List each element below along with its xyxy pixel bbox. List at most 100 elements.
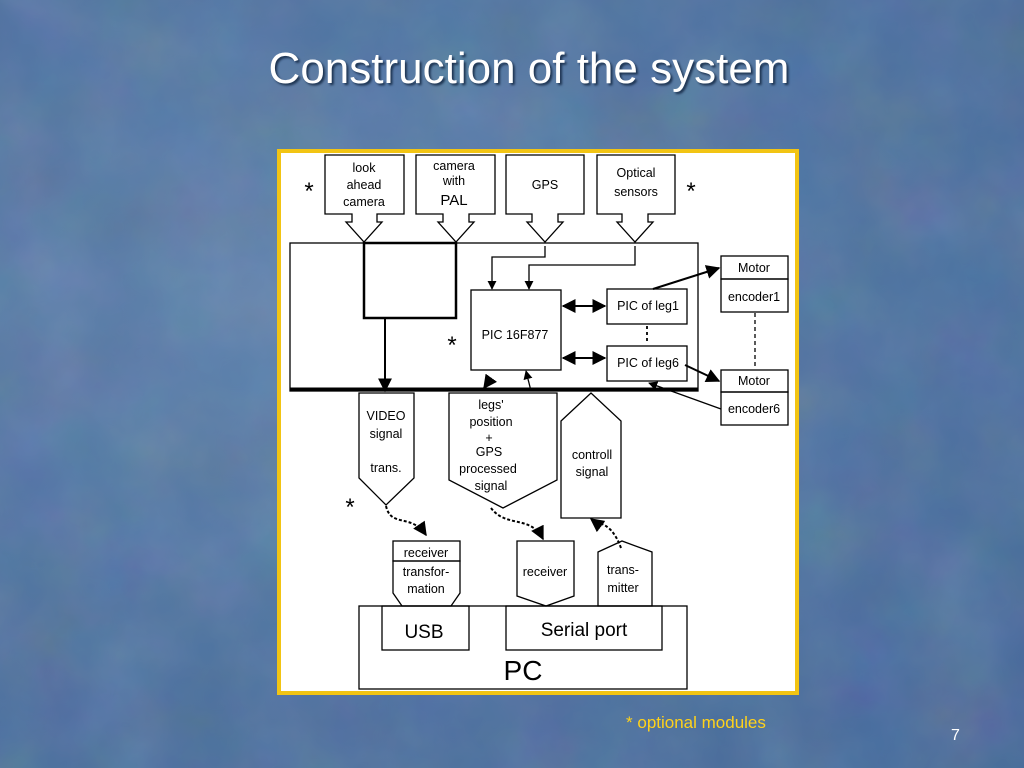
- svg-text:trans-: trans-: [607, 563, 639, 577]
- footnote-marker: *: [626, 713, 633, 732]
- encoder1-label: encoder1: [728, 290, 780, 304]
- legs-line1: legs': [478, 398, 503, 412]
- camera-pal-block: [415, 154, 496, 243]
- svg-text:mitter: mitter: [607, 581, 638, 595]
- pic-leg1-label: PIC of leg1: [617, 299, 679, 313]
- svg-text:ahead: ahead: [347, 178, 382, 192]
- usb-box: [381, 605, 470, 651]
- motor1-label: Motor: [738, 261, 770, 275]
- svg-text:*: *: [304, 178, 313, 205]
- footnote-text: optional modules: [637, 713, 766, 732]
- controll-line2: signal: [576, 465, 609, 479]
- svg-text:GPS: GPS: [532, 178, 558, 192]
- svg-text:receiver: receiver: [404, 546, 448, 560]
- controll-line1: controll: [572, 448, 612, 462]
- slide-title: Construction of the system: [268, 44, 790, 93]
- optional-marker-1: *: [304, 178, 313, 205]
- pc-label: PC: [504, 655, 543, 686]
- gps-label: GPS: [532, 178, 558, 192]
- video-line4: trans.: [370, 461, 401, 475]
- svg-text:processed: processed: [459, 462, 517, 476]
- svg-text:with: with: [442, 174, 465, 188]
- svg-text:*: *: [686, 178, 695, 205]
- svg-text:PIC of leg1: PIC of leg1: [617, 299, 679, 313]
- camera-text: camera: [343, 195, 385, 209]
- svg-text:controll: controll: [572, 448, 612, 462]
- receiver-transformation-line3: mation: [407, 582, 445, 596]
- legs-line6: signal: [475, 479, 508, 493]
- pic-main-label: PIC 16F877: [482, 328, 549, 342]
- svg-text:PIC of leg6: PIC of leg6: [617, 356, 679, 370]
- svg-text:look: look: [353, 161, 377, 175]
- svg-text:camera: camera: [433, 159, 475, 173]
- svg-text:Optical: Optical: [617, 166, 656, 180]
- diagram-canvas: look ahead camera camera with PAL GPS Op…: [281, 153, 795, 691]
- svg-text:Motor: Motor: [738, 261, 770, 275]
- transmitter-box: [597, 540, 653, 607]
- motor6-label: Motor: [738, 374, 770, 388]
- camera-pal-line3: PAL: [440, 192, 467, 209]
- transmitter-line2: mitter: [607, 581, 638, 595]
- video-signal-block: [358, 392, 415, 506]
- ahead-text: ahead: [347, 178, 382, 192]
- svg-text:camera: camera: [343, 195, 385, 209]
- transmitter-line1: trans-: [607, 563, 639, 577]
- optional-marker-4: *: [345, 494, 354, 521]
- svg-text:trans.: trans.: [370, 461, 401, 475]
- receiver-transformation-line1: receiver: [404, 546, 448, 560]
- svg-text:signal: signal: [475, 479, 508, 493]
- pic-leg6-label: PIC of leg6: [617, 356, 679, 370]
- svg-text:position: position: [469, 415, 512, 429]
- optional-modules-footnote: * optional modules: [626, 713, 766, 733]
- svg-text:*: *: [447, 332, 456, 359]
- robot-body: [289, 242, 699, 392]
- svg-text:+: +: [485, 431, 492, 445]
- optical-line1: Optical: [617, 166, 656, 180]
- legs-line3: +: [485, 431, 492, 445]
- svg-text:legs': legs': [478, 398, 503, 412]
- video-line1: VIDEO: [367, 409, 406, 423]
- svg-text:sensors: sensors: [614, 185, 658, 199]
- receiver-label: receiver: [523, 565, 567, 579]
- encoder1-box: [720, 278, 789, 313]
- serial-port-box: [505, 605, 663, 651]
- legs-line2: position: [469, 415, 512, 429]
- svg-text:Motor: Motor: [738, 374, 770, 388]
- svg-text:PIC 16F877: PIC 16F877: [482, 328, 549, 342]
- svg-text:GPS: GPS: [476, 445, 502, 459]
- controll-signal-block: [560, 392, 622, 519]
- svg-text:mation: mation: [407, 582, 445, 596]
- svg-text:transfor-: transfor-: [403, 565, 450, 579]
- page-number: 7: [951, 727, 960, 744]
- legs-line4: GPS: [476, 445, 502, 459]
- look-text: look: [353, 161, 377, 175]
- svg-text:encoder1: encoder1: [728, 290, 780, 304]
- pic-16f877-box: [470, 289, 562, 371]
- camera-pal-line2: with: [442, 174, 465, 188]
- svg-text:PAL: PAL: [440, 192, 467, 209]
- svg-text:encoder6: encoder6: [728, 402, 780, 416]
- svg-text:receiver: receiver: [523, 565, 567, 579]
- system-diagram: look ahead camera camera with PAL GPS Op…: [289, 154, 789, 690]
- legs-line5: processed: [459, 462, 517, 476]
- optical-sensors-block: [596, 154, 676, 243]
- svg-text:VIDEO: VIDEO: [367, 409, 406, 423]
- serial-port-label: Serial port: [541, 620, 628, 641]
- optical-line2: sensors: [614, 185, 658, 199]
- svg-text:PC: PC: [504, 655, 543, 686]
- optional-marker-3: *: [447, 332, 456, 359]
- legs-position-block: [448, 392, 558, 509]
- svg-text:USB: USB: [404, 622, 443, 643]
- svg-text:signal: signal: [576, 465, 609, 479]
- pic-leg1-box: [606, 288, 688, 325]
- receiver-transformation-line2: transfor-: [403, 565, 450, 579]
- svg-text:signal: signal: [370, 427, 403, 441]
- svg-text:*: *: [345, 494, 354, 521]
- svg-text:Serial port: Serial port: [541, 620, 628, 641]
- camera-pal-line1: camera: [433, 159, 475, 173]
- pic-leg6-box: [606, 345, 688, 382]
- receiver-box: [516, 540, 575, 607]
- encoder6-label: encoder6: [728, 402, 780, 416]
- video-line2: signal: [370, 427, 403, 441]
- usb-label: USB: [404, 622, 443, 643]
